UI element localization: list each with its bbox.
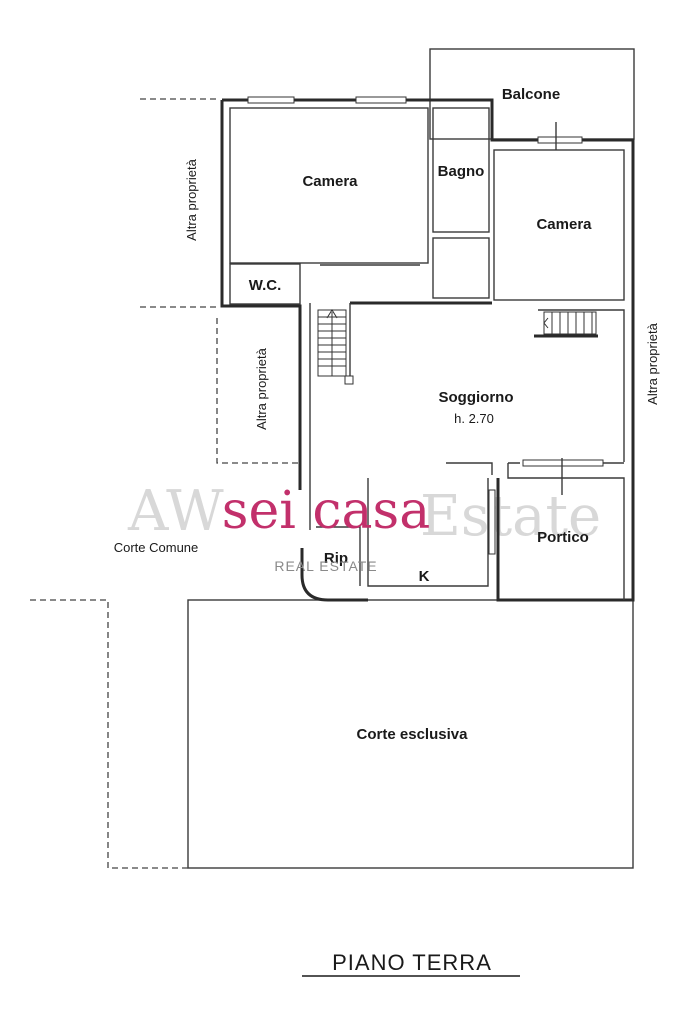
- label-portico: Portico: [537, 529, 589, 546]
- label-bagno: Bagno: [438, 163, 485, 180]
- altra-proprieta-mid-boundary: [216, 318, 302, 464]
- stair-right: [543, 311, 597, 335]
- camera-1-outline: [229, 107, 429, 264]
- label-corte-esclusiva: Corte esclusiva: [357, 726, 469, 743]
- window-camera-1-a: [247, 96, 295, 104]
- label-soggiorno: Soggiorno: [439, 389, 514, 406]
- wc-outline: [229, 263, 301, 305]
- stair-left: [317, 309, 354, 385]
- label-altra-proprieta-right: Altra proprietà: [645, 322, 660, 404]
- label-corte-comune: Corte Comune: [114, 540, 199, 555]
- bagno-outline: [432, 107, 490, 233]
- label-kitchen: K: [419, 568, 430, 585]
- label-camera-1: Camera: [302, 173, 358, 190]
- label-camera-2: Camera: [536, 216, 592, 233]
- outer-wall-curve: [300, 548, 368, 602]
- watermark-ghost-right: Estate: [420, 484, 601, 549]
- outer-wall-left: [220, 100, 302, 490]
- corte-comune-boundary: [30, 599, 188, 869]
- label-wc: W.C.: [249, 277, 282, 294]
- closet-outline: [432, 237, 490, 299]
- label-rip: Rip: [324, 550, 348, 567]
- label-altra-proprieta-mid-left: Altra proprietà: [254, 347, 269, 429]
- portico-outline: [507, 463, 625, 600]
- window-kitchen: [488, 489, 496, 555]
- label-balcone: Balcone: [502, 86, 560, 103]
- label-soggiorno-height: h. 2.70: [454, 411, 494, 426]
- soggiorno-right-wall: [538, 309, 625, 462]
- watermark-brand: sei casa: [222, 481, 430, 541]
- label-altra-proprieta-top-left: Altra proprietà: [184, 158, 199, 240]
- window-camera-1-b: [355, 96, 407, 104]
- watermark-tagline: REAL ESTATE: [274, 558, 377, 574]
- outer-wall-main: [222, 98, 635, 602]
- corte-esclusiva-outline: [187, 599, 634, 869]
- kitchen-outline: [367, 478, 489, 587]
- rip-outline: [316, 526, 361, 586]
- camera-2-outline: [493, 149, 625, 301]
- window-balcone: [537, 136, 583, 144]
- watermark-ghost-left: AW: [127, 479, 224, 544]
- portico-top-wall: [446, 462, 624, 475]
- floor-title: PIANO TERRA: [332, 950, 492, 975]
- window-portico: [522, 459, 604, 467]
